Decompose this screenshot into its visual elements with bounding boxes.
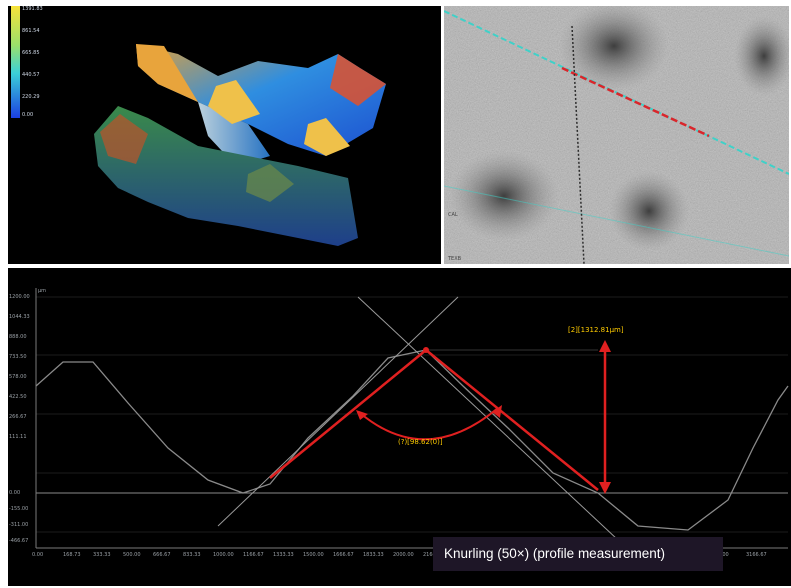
image-caption: Knurling (50×) (profile measurement) — [433, 537, 723, 571]
y-tick-label: 111.11 — [9, 434, 27, 440]
profile-trace — [35, 349, 789, 531]
x-tick-label: 333.33 — [93, 552, 111, 558]
surface-peak-2 — [330, 54, 386, 106]
micro-label: TEXB — [448, 256, 462, 262]
color-scale-bar — [11, 6, 20, 118]
profile-path-red — [561, 66, 710, 138]
angle-arrow-right — [492, 405, 502, 418]
surface-peak-4 — [304, 118, 350, 156]
surface-peak-3 — [208, 80, 260, 124]
y-tick-label: -155.00 — [9, 506, 29, 512]
measure-point — [423, 347, 429, 353]
y-tick-label: 266.67 — [9, 414, 27, 420]
knurl-pit — [734, 16, 789, 96]
surface-peak-5 — [100, 114, 148, 164]
profile-path-cyan — [444, 10, 789, 175]
microscope-image — [444, 6, 789, 264]
angle-measure-left — [269, 349, 427, 479]
y-tick-label: 1200.00 — [9, 294, 30, 300]
colorbar-label: 0.00 — [22, 112, 34, 118]
microscope-image-view: CAL TEXB — [444, 6, 789, 264]
colorbar-label: 665.85 — [22, 50, 40, 56]
x-tick-label: 2000.00 — [393, 552, 414, 558]
x-tick-label: 500.00 — [123, 552, 141, 558]
height-arrow-bottom — [599, 482, 611, 494]
surface-3d-view: 1391.83 861.54 665.85 440.57 220.29 0.00 — [8, 6, 441, 264]
colorbar-label: 1391.83 — [22, 6, 43, 12]
knurl-pit — [609, 171, 689, 251]
x-tick-label: 0.00 — [32, 552, 44, 558]
x-tick-label: 1500.00 — [303, 552, 324, 558]
micro-label: CAL — [448, 212, 458, 218]
profile-graph: µm 1200.00 1044.33 888.00 733.50 578.00 … — [8, 268, 791, 586]
x-tick-label: 168.73 — [63, 552, 81, 558]
knurl-pit — [449, 151, 559, 241]
x-tick-label: 3166.67 — [746, 552, 767, 558]
colorbar-label: 861.54 — [22, 28, 40, 34]
surface-3d-render — [11, 6, 386, 246]
y-tick-label: 0.00 — [9, 490, 21, 496]
angle-measure-right — [425, 349, 599, 491]
y-tick-label: 733.50 — [9, 354, 27, 360]
angle-arc — [359, 407, 499, 441]
x-tick-label: 1333.33 — [273, 552, 294, 558]
y-tick-label: 1044.33 — [9, 314, 30, 320]
x-tick-label: 1833.33 — [363, 552, 384, 558]
x-tick-label: 1000.00 — [213, 552, 234, 558]
x-tick-label: 666.67 — [153, 552, 171, 558]
profile-plot — [35, 288, 789, 569]
knurl-pit — [559, 6, 669, 91]
x-tick-label: 1166.67 — [243, 552, 264, 558]
y-tick-label: -311.00 — [9, 522, 29, 528]
y-tick-label: 422.50 — [9, 394, 27, 400]
construction-line — [217, 296, 459, 527]
x-tick-label: 833.33 — [183, 552, 201, 558]
surface-peak-6 — [246, 164, 294, 202]
height-label: [2][1312.81µm] — [568, 326, 624, 334]
y-axis-unit: µm — [38, 288, 47, 294]
surface-facet — [198, 102, 270, 166]
height-arrow-top — [599, 340, 611, 352]
profile-path-faint — [444, 185, 789, 257]
colorbar-label: 440.57 — [22, 72, 40, 78]
surface-peak-1 — [136, 44, 198, 102]
y-tick-label: 888.00 — [9, 334, 27, 340]
y-tick-label: 578.00 — [9, 374, 27, 380]
colorbar-label: 220.29 — [22, 94, 40, 100]
x-tick-label: 1666.67 — [333, 552, 354, 558]
angle-label: (?)[98.62(0)] — [398, 438, 443, 446]
angle-arrow-left — [356, 410, 368, 420]
surface-front — [94, 106, 358, 246]
construction-line — [357, 296, 649, 569]
y-tick-label: -466.67 — [9, 538, 29, 544]
